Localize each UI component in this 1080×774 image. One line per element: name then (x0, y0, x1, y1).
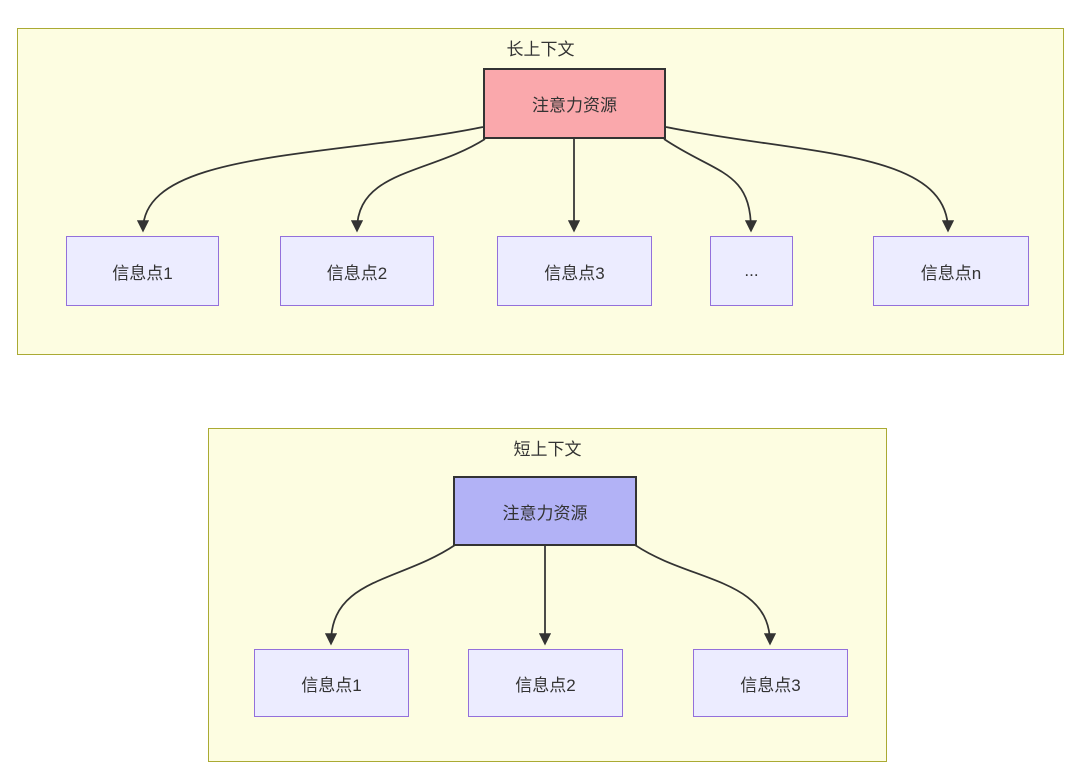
info-node-short-2: 信息点2 (468, 649, 623, 717)
attention-node-long: 注意力资源 (483, 68, 666, 139)
info-node-long-1: 信息点1 (66, 236, 219, 306)
info-node-long-3: 信息点3 (497, 236, 652, 306)
short-context-title: 短上下文 (513, 440, 582, 459)
info-node-long-ellipsis: ... (710, 236, 793, 306)
info-node-short-1: 信息点1 (254, 649, 409, 717)
info-node-long-2: 信息点2 (280, 236, 434, 306)
info-node-long-n: 信息点n (873, 236, 1029, 306)
long-context-title: 长上下文 (506, 40, 575, 59)
attention-node-short: 注意力资源 (453, 476, 637, 546)
info-node-short-3: 信息点3 (693, 649, 848, 717)
